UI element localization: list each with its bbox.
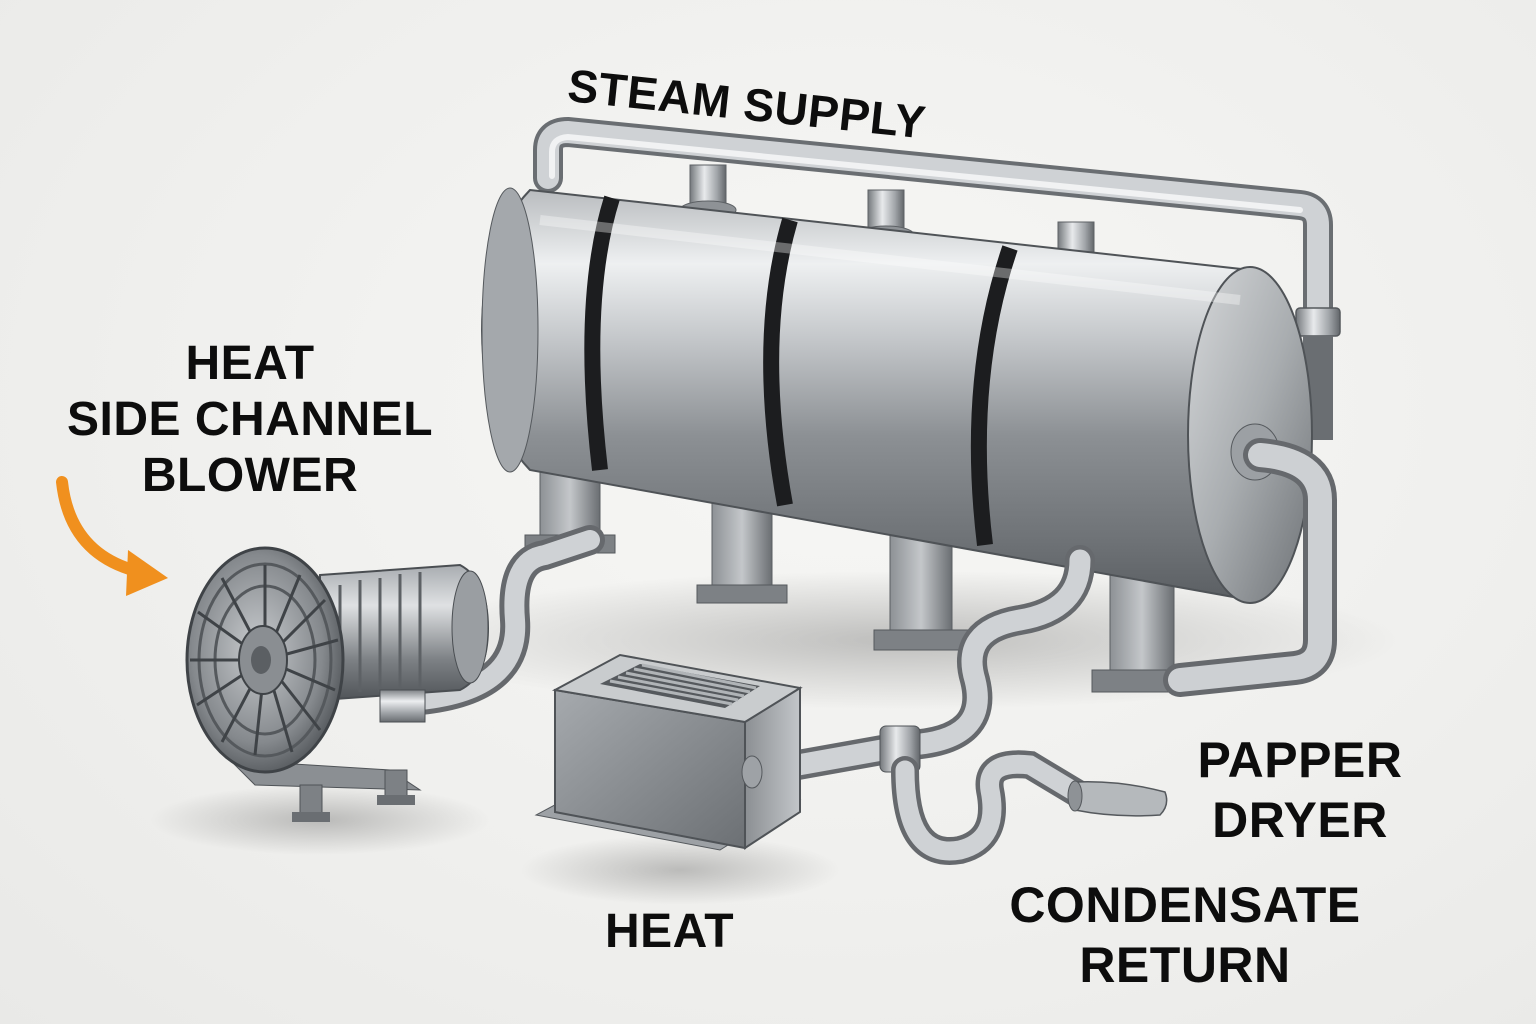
condensate-return-pipe xyxy=(755,545,1168,865)
heat-label: HEAT xyxy=(605,905,735,958)
blower-label-line3: BLOWER xyxy=(141,449,359,502)
papper-dryer-line1: PAPPER xyxy=(1197,732,1403,788)
side-channel-blower xyxy=(185,546,490,822)
condensate-return-label: CONDENSATE RETURN xyxy=(1000,880,1370,990)
papper-dryer-label: PAPPER DRYER xyxy=(1180,735,1420,845)
end-outlet-pipe xyxy=(1163,423,1337,697)
box-shadow xyxy=(520,835,840,905)
condensate-return-line1: CONDENSATE xyxy=(1009,877,1361,933)
papper-dryer-line2: DRYER xyxy=(1212,792,1388,848)
orange-arrow-icon xyxy=(56,476,168,596)
blower-to-tank-pipe xyxy=(405,525,605,715)
blower-label: HEAT SIDE CHANNEL BLOWER xyxy=(55,340,445,500)
blower-label-line2: SIDE CHANNEL xyxy=(66,393,434,446)
dryer-tank xyxy=(480,187,1313,604)
blower-label-line1: HEAT xyxy=(185,337,315,390)
heat-unit xyxy=(534,653,803,851)
condensate-return-line2: RETURN xyxy=(1079,937,1291,993)
